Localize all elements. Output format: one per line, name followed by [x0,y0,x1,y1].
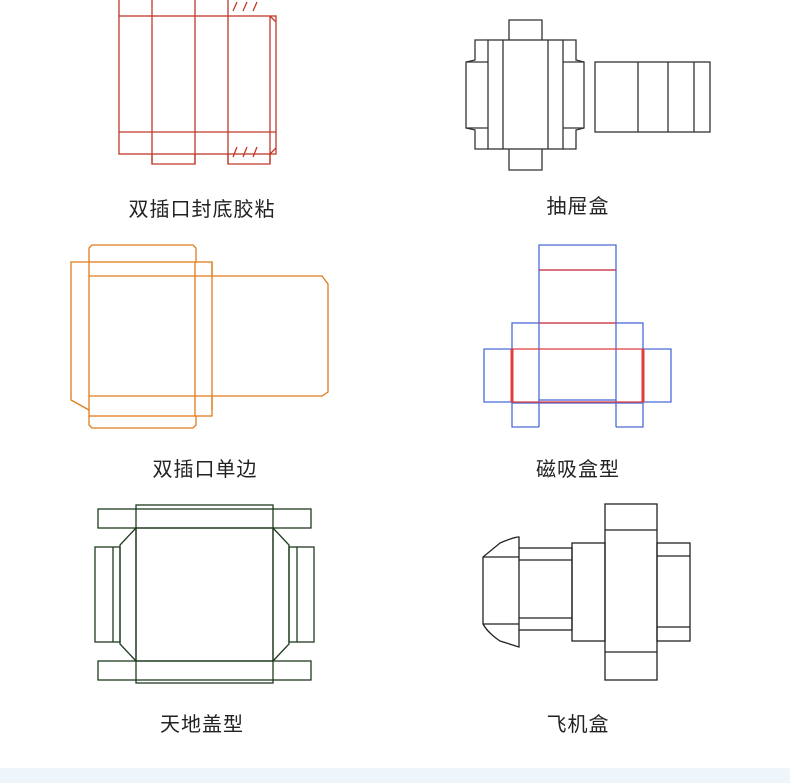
label-magnetic-box: 磁吸盒型 [536,457,620,481]
label-lid-and-base: 天地盖型 [160,712,244,736]
label-drawer-box: 抽屉盒 [546,194,610,218]
label-airplane-box: 飞机盒 [546,712,610,736]
label-double-tuck-single-side: 双插口单边 [152,457,258,481]
label-double-tuck-glued-bottom: 双插口封底胶粘 [128,197,276,221]
double-tuck-single-side-template [70,244,329,429]
lid-and-base-template [94,504,315,684]
double-tuck-glued-bottom-template [118,0,277,165]
magnetic-box-template [483,244,672,428]
drawer-box-template [465,19,711,171]
footer-band [0,768,790,783]
airplane-box-template [482,503,691,681]
